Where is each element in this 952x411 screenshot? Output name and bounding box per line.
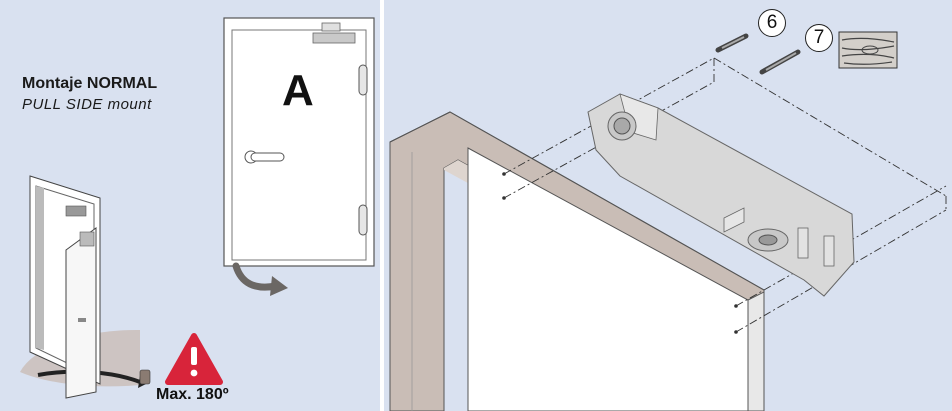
right-panel: 6 7: [384, 0, 952, 411]
door-label: A: [282, 66, 314, 115]
part-callout-7: 7: [805, 24, 833, 52]
screw-6: [715, 33, 749, 53]
mount-title: Montaje NORMAL: [22, 75, 158, 92]
part-callout-6: 6: [758, 9, 786, 37]
left-panel: Montaje NORMAL PULL SIDE mount A Max. 18…: [0, 0, 380, 411]
door-closer-body: [587, 93, 855, 297]
screw-7: [759, 49, 801, 75]
closer-installation-illustration: [389, 31, 947, 411]
left-illustration: [20, 17, 375, 399]
mount-subtitle: PULL SIDE mount: [22, 96, 152, 113]
screw-hole-marks: [502, 172, 738, 334]
warning-icon: [165, 333, 223, 385]
small-door-illustration: [20, 175, 151, 399]
door-leaf: [467, 147, 765, 411]
max-angle-label: Max. 180º: [156, 386, 229, 403]
door-a-illustration: [223, 17, 375, 296]
wood-icon: [838, 31, 898, 69]
